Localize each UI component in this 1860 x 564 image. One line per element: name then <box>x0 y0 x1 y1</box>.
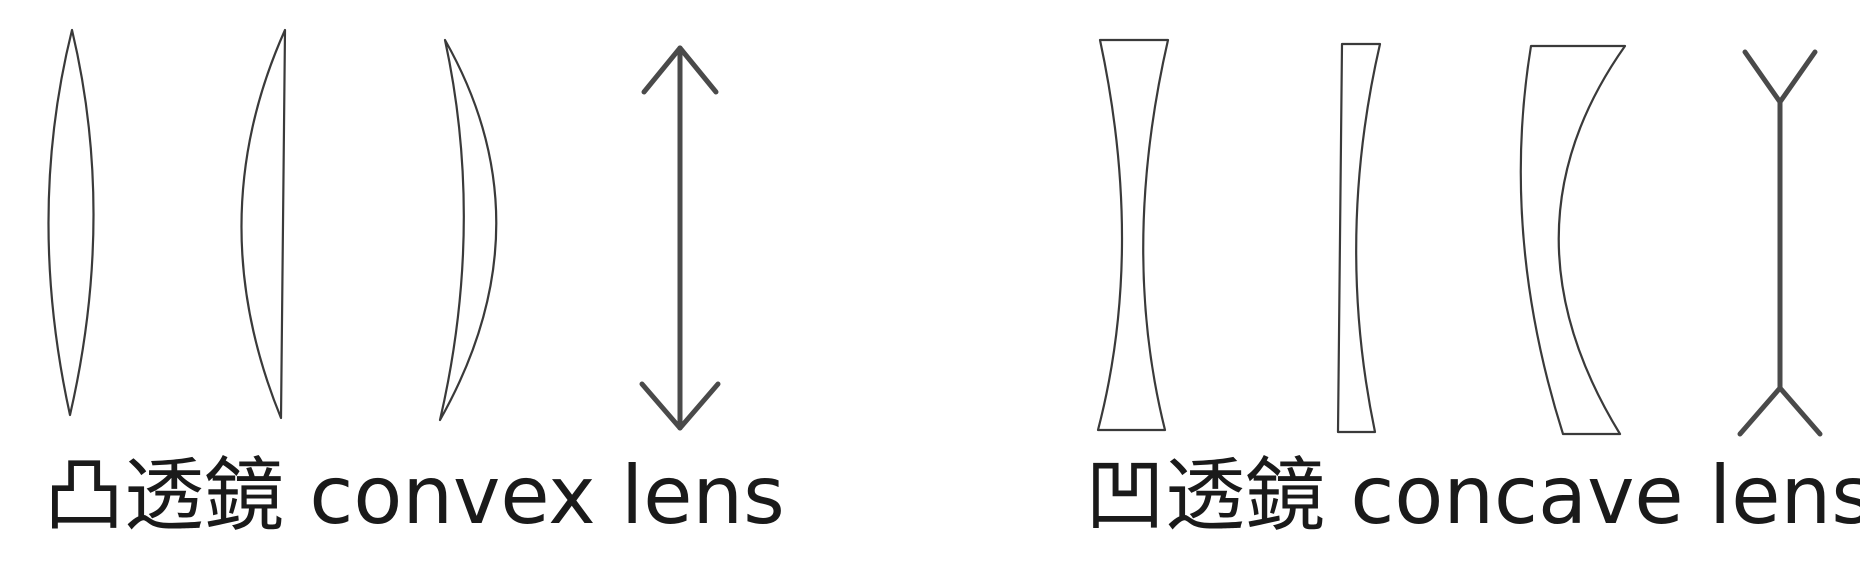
concave-lens-caption: 凹透鏡 concave lens <box>1085 449 1860 542</box>
positive-meniscus-lens <box>438 38 498 422</box>
convex-lens-group <box>47 28 721 431</box>
plano-concave-lens <box>1336 42 1382 434</box>
biconvex-lens <box>47 28 95 417</box>
convex-lens-symbol <box>639 45 721 431</box>
biconcave-lens <box>1096 38 1170 432</box>
convex-lens-caption: 凸透鏡 convex lens <box>44 449 785 542</box>
concave-lens-group <box>1096 38 1823 437</box>
negative-meniscus-lens <box>1519 44 1627 436</box>
plano-convex-lens <box>240 28 287 420</box>
concave-lens-symbol <box>1737 49 1823 437</box>
